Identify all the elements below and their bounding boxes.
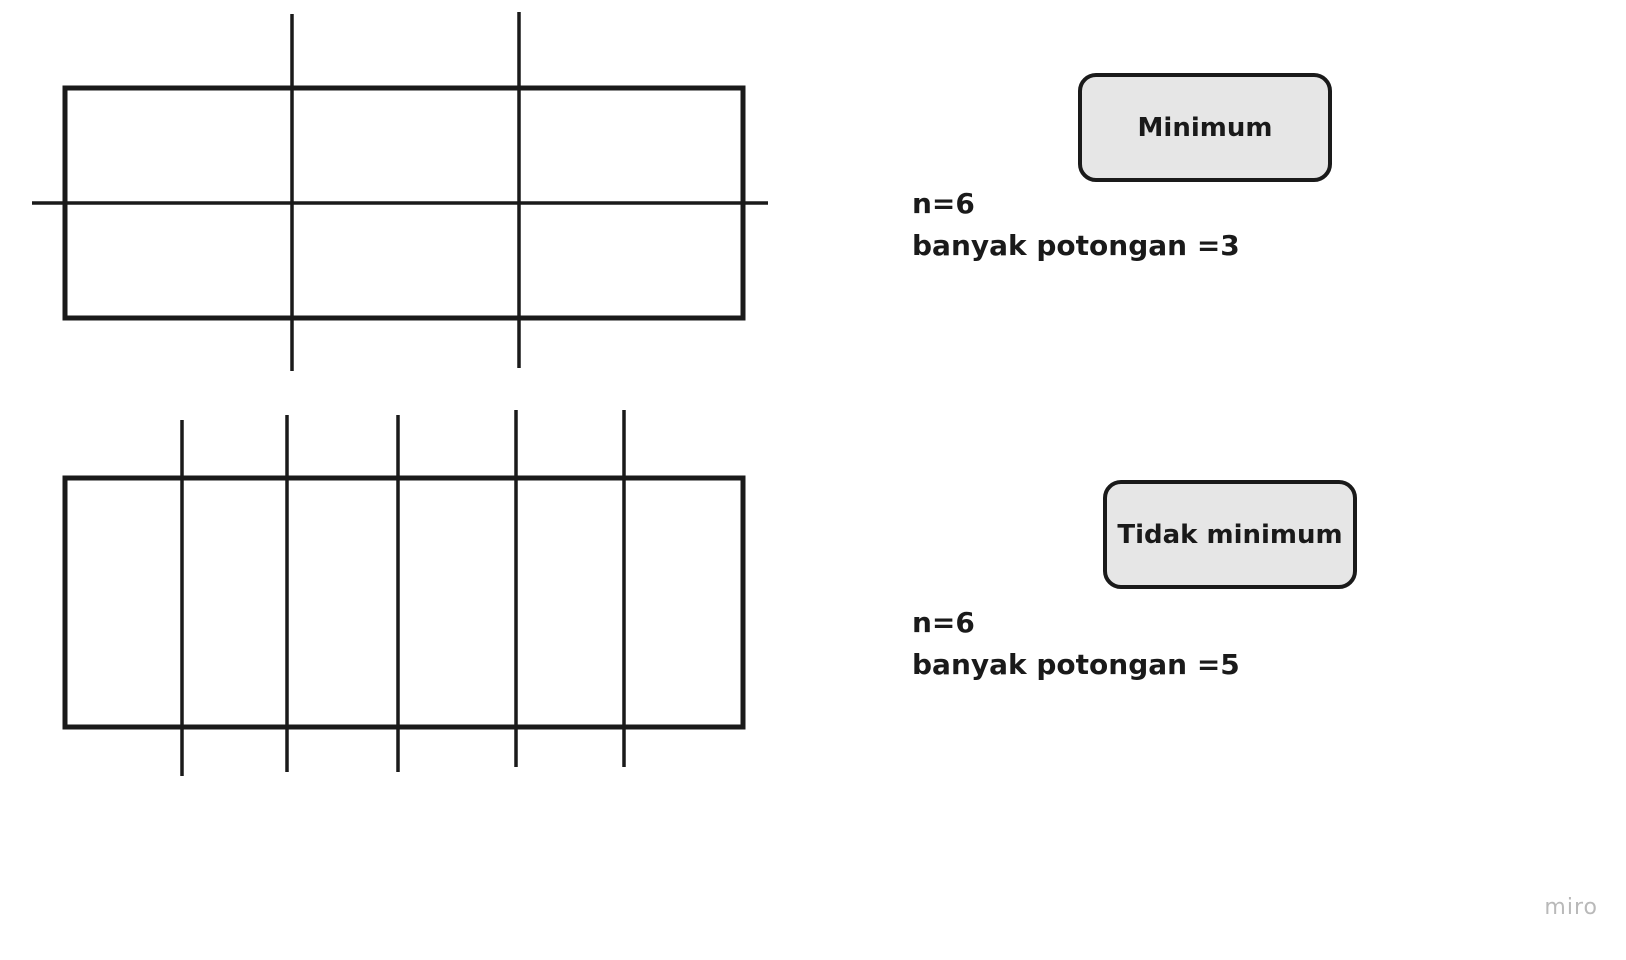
caption-minimum[interactable]: n=6 banyak potongan =3 [912, 183, 1240, 267]
rectangle-tidak-minimum[interactable] [62, 475, 746, 730]
label-minimum-text: Minimum [1137, 112, 1273, 143]
caption-cuts-count: banyak potongan =5 [912, 648, 1240, 681]
caption-n-value: n=6 [912, 187, 975, 220]
miro-watermark: miro [1544, 895, 1598, 920]
label-box-minimum[interactable]: Minimum [1078, 73, 1332, 182]
caption-n-value: n=6 [912, 606, 975, 639]
caption-cuts-count: banyak potongan =3 [912, 229, 1240, 262]
rectangle-minimum-group [32, 12, 768, 371]
label-tidak-minimum-text: Tidak minimum [1117, 519, 1343, 550]
caption-tidak-minimum[interactable]: n=6 banyak potongan =5 [912, 602, 1240, 686]
label-box-tidak-minimum[interactable]: Tidak minimum [1103, 480, 1357, 589]
rectangle-tidak-minimum-group [62, 410, 746, 776]
